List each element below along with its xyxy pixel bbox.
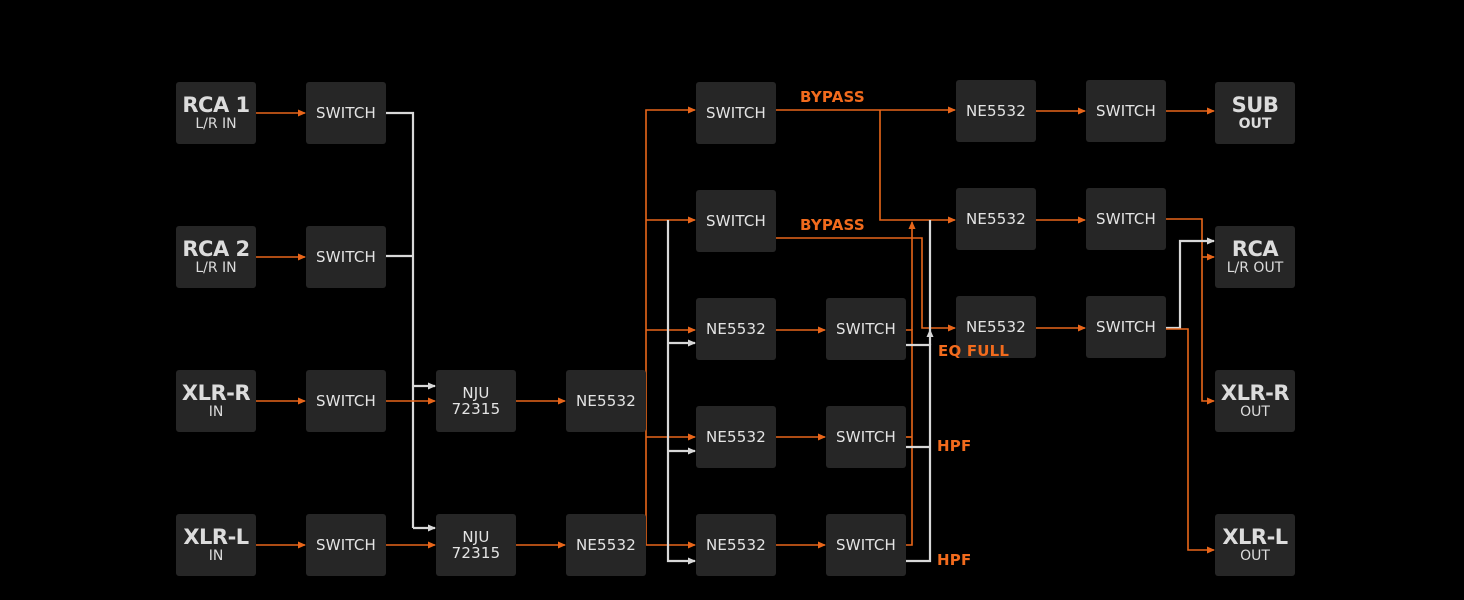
input-rca2: RCA 2 L/R IN <box>176 226 256 288</box>
output-sub: OUT <box>1238 115 1272 132</box>
output-opamp-2: NE5532 <box>956 188 1036 250</box>
block-label: SWITCH <box>315 535 376 554</box>
wire-to-xlrr-out <box>1166 218 1215 405</box>
block-label: NE5532 <box>705 535 767 554</box>
input-name: RCA 1 <box>182 92 250 117</box>
volume-chip-1: NJU 72315 <box>436 370 516 432</box>
filter-switch-3: SWITCH <box>826 514 906 576</box>
block-label: NE5532 <box>965 209 1027 228</box>
block-label: NE5532 <box>965 317 1027 336</box>
wire-rca-bus <box>386 111 415 528</box>
hpf-label-2: HPF <box>937 551 972 569</box>
bypass-switch-2: SWITCH <box>696 190 776 252</box>
input-switch-3: SWITCH <box>306 370 386 432</box>
input-name: XLR-R <box>181 380 251 405</box>
block-label-line2: 72315 <box>451 544 501 562</box>
block-label: SWITCH <box>835 535 896 554</box>
wire-distribution-bus <box>645 106 696 437</box>
block-label: SWITCH <box>705 211 766 230</box>
block-label: SWITCH <box>835 427 896 446</box>
block-label: NE5532 <box>705 427 767 446</box>
filter-opamp-1: NE5532 <box>696 298 776 360</box>
block-label-line1: NJU <box>462 384 490 402</box>
filter-opamp-3: NE5532 <box>696 514 776 576</box>
block-label: NE5532 <box>575 391 637 410</box>
input-name: RCA 2 <box>182 236 250 261</box>
block-label: SWITCH <box>315 391 376 410</box>
output-name: SUB <box>1231 92 1279 117</box>
block-label: SWITCH <box>1095 317 1156 336</box>
input-switch-1: SWITCH <box>306 82 386 144</box>
input-sub: L/R IN <box>195 259 237 276</box>
block-label: SWITCH <box>1095 209 1156 228</box>
output-sub: OUT <box>1240 547 1270 564</box>
block-label: SWITCH <box>315 103 376 122</box>
block-label-line1: NJU <box>462 528 490 546</box>
block-label: SWITCH <box>835 319 896 338</box>
bypass-label-2: BYPASS <box>800 216 865 234</box>
filter-switch-2: SWITCH <box>826 406 906 468</box>
input-xlr-l: XLR-L IN <box>176 514 256 576</box>
filter-switch-1: SWITCH <box>826 298 906 360</box>
output-opamp-3: NE5532 <box>956 296 1036 358</box>
wire-bypass-2 <box>776 237 956 332</box>
block-label: SWITCH <box>705 103 766 122</box>
output-sub: L/R OUT <box>1226 259 1284 276</box>
output-opamp-1: NE5532 <box>956 80 1036 142</box>
block-label: SWITCH <box>315 247 376 266</box>
output-switch-2: SWITCH <box>1086 188 1166 250</box>
block-label: NE5532 <box>575 535 637 554</box>
filter-opamp-2: NE5532 <box>696 406 776 468</box>
block-label-line2: 72315 <box>451 400 501 418</box>
input-rca1: RCA 1 L/R IN <box>176 82 256 144</box>
block-label: SWITCH <box>1095 101 1156 120</box>
output-switch-1: SWITCH <box>1086 80 1166 142</box>
hpf-label-1: HPF <box>937 437 972 455</box>
input-xlr-r: XLR-R IN <box>176 370 256 432</box>
input-switch-2: SWITCH <box>306 226 386 288</box>
output-sub: SUB OUT <box>1215 82 1295 144</box>
input-name: XLR-L <box>183 524 249 549</box>
input-sub: L/R IN <box>195 115 237 132</box>
output-sub: OUT <box>1240 403 1270 420</box>
buffer-opamp-2: NE5532 <box>566 514 646 576</box>
output-rca: RCA L/R OUT <box>1215 226 1295 288</box>
eq-full-label: EQ FULL <box>938 342 1010 360</box>
wire-to-rca-out <box>1166 237 1215 330</box>
input-sub: IN <box>208 547 224 564</box>
output-name: XLR-L <box>1222 524 1288 549</box>
output-name: RCA <box>1231 236 1279 261</box>
input-switch-4: SWITCH <box>306 514 386 576</box>
output-xlr-l: XLR-L OUT <box>1215 514 1295 576</box>
output-name: XLR-R <box>1220 380 1290 405</box>
output-xlr-r: XLR-R OUT <box>1215 370 1295 432</box>
input-sub: IN <box>208 403 224 420</box>
volume-chip-2: NJU 72315 <box>436 514 516 576</box>
wire-to-xlrl-out <box>1166 328 1215 554</box>
buffer-opamp-1: NE5532 <box>566 370 646 432</box>
bypass-switch-1: SWITCH <box>696 82 776 144</box>
block-label: NE5532 <box>965 101 1027 120</box>
block-label: NE5532 <box>705 319 767 338</box>
output-switch-3: SWITCH <box>1086 296 1166 358</box>
bypass-label-1: BYPASS <box>800 88 865 106</box>
